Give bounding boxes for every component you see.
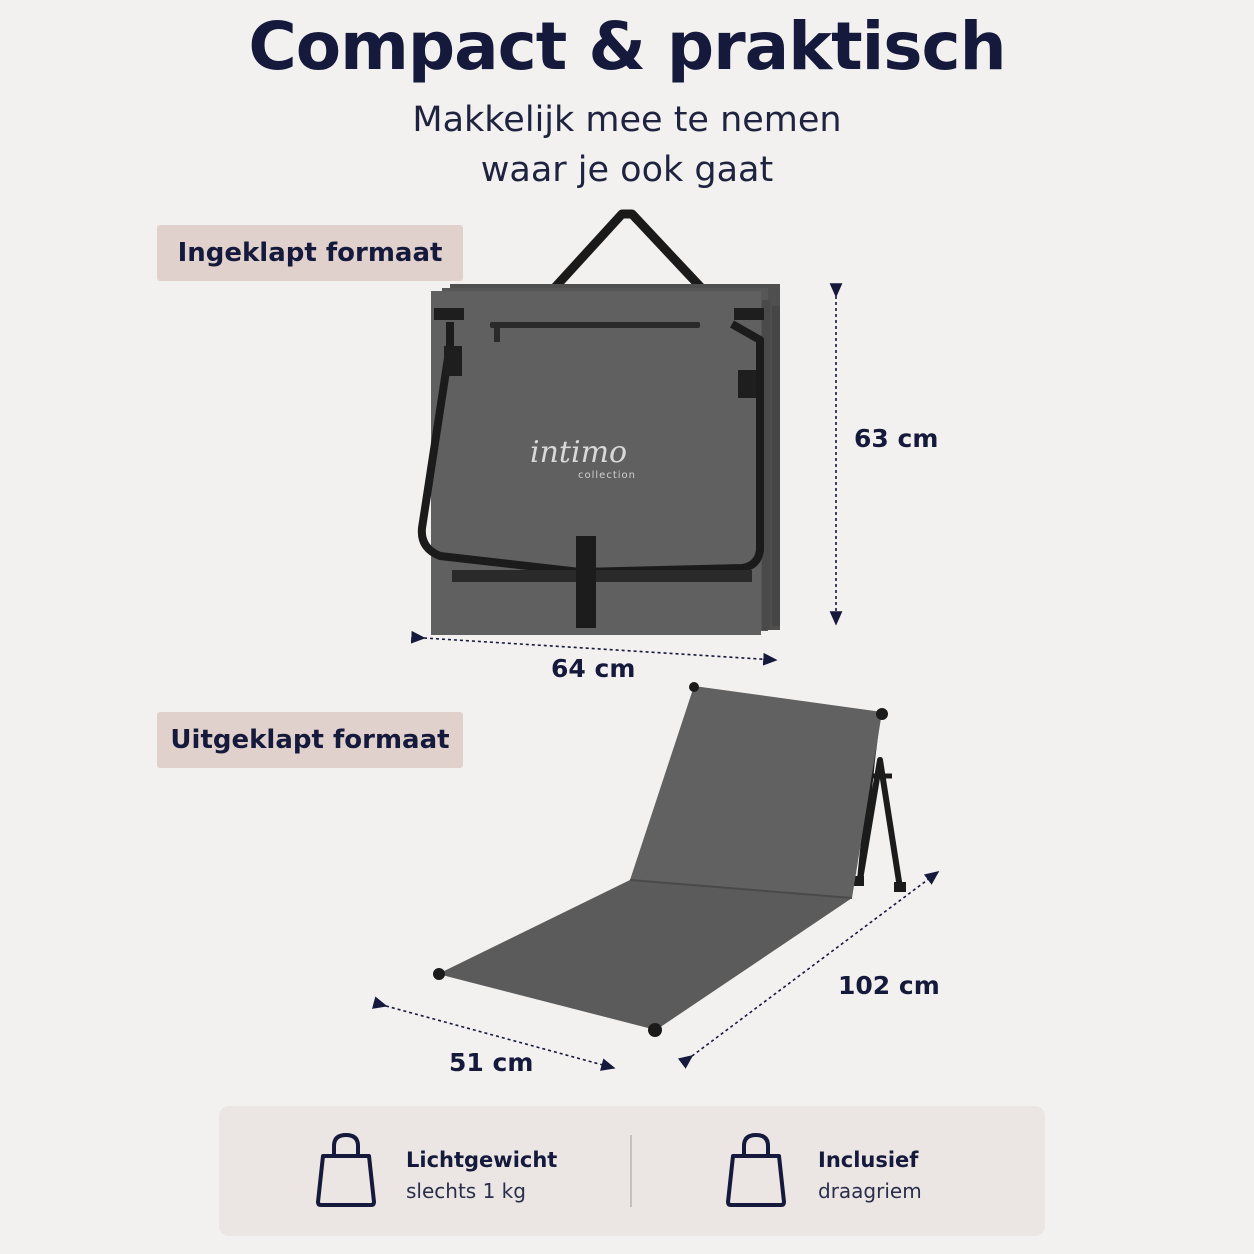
- page-title: Compact & praktisch: [248, 8, 1006, 85]
- seat-panel: [438, 880, 852, 1030]
- feature-1-title: Lichtgewicht: [406, 1148, 558, 1172]
- feature-2-title: Inclusief: [818, 1148, 919, 1172]
- closure-strap: [576, 536, 596, 628]
- subtitle-line-1: Makkelijk mee te nemen: [412, 100, 842, 140]
- brand-logo-text: intimo: [530, 435, 627, 470]
- unfolded-size-label: Uitgeklapt formaat: [170, 725, 450, 755]
- folded-height-label: 63 cm: [854, 424, 939, 453]
- shopping-bag-icon: [726, 1132, 786, 1207]
- folded-size-tag: Ingeklapt formaat: [157, 225, 463, 281]
- feature-1-subtitle: slechts 1 kg: [406, 1179, 526, 1203]
- brand-logo-subtext: collection: [578, 470, 636, 481]
- subtitle-line-2: waar je ook gaat: [480, 150, 774, 190]
- carry-strap: [544, 209, 712, 299]
- folded-mat-image: intimo collection: [417, 209, 780, 635]
- folded-width-dimension-line: [410, 630, 778, 666]
- folded-size-label: Ingeklapt formaat: [177, 238, 443, 268]
- folded-width-label: 64 cm: [551, 654, 636, 683]
- unfolded-width-label: 51 cm: [449, 1048, 534, 1077]
- unfolded-mat-image: [433, 682, 906, 1037]
- backrest-panel: [630, 686, 882, 898]
- unfolded-size-tag: Uitgeklapt formaat: [157, 712, 463, 768]
- unfolded-length-label: 102 cm: [838, 971, 940, 1000]
- zipper-pocket: [490, 322, 700, 328]
- feature-2-subtitle: draagriem: [818, 1179, 922, 1203]
- feature-bar: [219, 1106, 1045, 1236]
- shopping-bag-icon: [316, 1132, 376, 1207]
- feature-divider: [630, 1135, 632, 1207]
